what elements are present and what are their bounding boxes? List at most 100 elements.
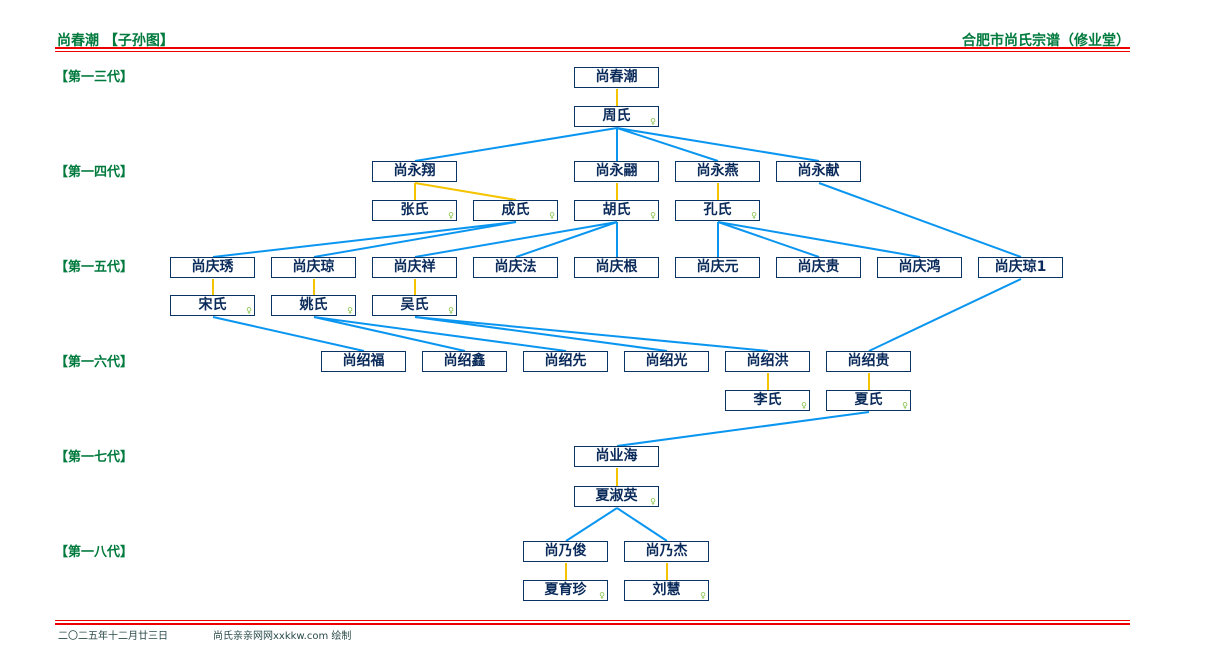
person-name: 尚永翤 bbox=[595, 163, 638, 179]
descent-link bbox=[616, 127, 820, 162]
person-name: 宋氏 bbox=[198, 297, 227, 313]
person-name: 尚永翔 bbox=[393, 163, 436, 179]
person-node[interactable]: 尚庆琇 bbox=[170, 257, 255, 278]
female-icon: ♀ bbox=[246, 306, 252, 315]
person-node[interactable]: 尚庆根 bbox=[574, 257, 659, 278]
female-icon: ♀ bbox=[801, 401, 807, 410]
female-icon: ♀ bbox=[700, 591, 706, 600]
person-node[interactable]: 尚庆琼1 bbox=[978, 257, 1063, 278]
female-icon: ♀ bbox=[347, 306, 353, 315]
marriage-link bbox=[414, 182, 517, 201]
spouse-node[interactable]: 周氏 ♀ bbox=[574, 106, 659, 127]
header-rule bbox=[55, 47, 1130, 49]
spouse-node[interactable]: 夏育珍 ♀ bbox=[523, 580, 608, 601]
spouse-node[interactable]: 李氏 ♀ bbox=[725, 390, 810, 411]
female-icon: ♀ bbox=[448, 306, 454, 315]
person-name: 姚氏 bbox=[299, 297, 328, 313]
descent-link bbox=[212, 221, 517, 258]
female-icon: ♀ bbox=[448, 211, 454, 220]
person-node[interactable]: 尚庆元 bbox=[675, 257, 760, 278]
descent-link bbox=[313, 221, 517, 258]
person-name: 尚乃俊 bbox=[544, 543, 587, 559]
person-name: 尚庆琼1 bbox=[994, 259, 1047, 275]
descent-link bbox=[868, 278, 1022, 352]
descent-link bbox=[565, 507, 618, 542]
female-icon: ♀ bbox=[650, 211, 656, 220]
spouse-node[interactable]: 姚氏 ♀ bbox=[271, 295, 356, 316]
person-name: 尚庆贵 bbox=[797, 259, 840, 275]
person-node[interactable]: 尚庆琼 bbox=[271, 257, 356, 278]
descent-link bbox=[414, 221, 618, 258]
spouse-node[interactable]: 成氏♀ bbox=[473, 200, 558, 221]
spouse-node[interactable]: 夏淑英♀ bbox=[574, 486, 659, 507]
person-node[interactable]: 尚永翔 bbox=[372, 161, 457, 182]
person-name: 吴氏 bbox=[400, 297, 429, 313]
person-name: 尚庆琼 bbox=[292, 259, 335, 275]
descent-link bbox=[414, 127, 618, 162]
footer-rule bbox=[55, 620, 1130, 621]
person-node[interactable]: 尚乃俊 bbox=[523, 541, 608, 562]
person-node[interactable]: 尚永翤 bbox=[574, 161, 659, 182]
descent-link bbox=[414, 316, 769, 352]
descent-link bbox=[717, 221, 921, 258]
descent-link bbox=[515, 221, 618, 258]
spouse-node[interactable]: 宋氏 ♀ bbox=[170, 295, 255, 316]
person-node[interactable]: 尚春潮 bbox=[574, 67, 659, 88]
person-node[interactable]: 尚绍光 bbox=[624, 351, 709, 372]
footer-credit: 尚氏亲亲网网xxkkw.com 绘制 bbox=[213, 631, 352, 642]
person-name: 尚绍福 bbox=[342, 353, 385, 369]
descent-link bbox=[313, 316, 567, 352]
generation-label: 【第一四代】 bbox=[55, 165, 134, 180]
person-node[interactable]: 尚庆法 bbox=[473, 257, 558, 278]
person-node[interactable]: 尚庆贵 bbox=[776, 257, 861, 278]
generation-label: 【第一六代】 bbox=[55, 355, 134, 370]
person-node[interactable]: 尚永献 bbox=[776, 161, 861, 182]
person-name: 孔氏 bbox=[703, 202, 732, 218]
spouse-node[interactable]: 张氏 ♀ bbox=[372, 200, 457, 221]
person-name: 周氏 bbox=[602, 108, 631, 124]
person-name: 刘慧 bbox=[652, 582, 681, 598]
female-icon: ♀ bbox=[902, 401, 908, 410]
person-name: 尚庆根 bbox=[595, 259, 638, 275]
person-name: 成氏 bbox=[501, 202, 530, 218]
person-name: 尚庆祥 bbox=[393, 259, 436, 275]
spouse-node[interactable]: 胡氏 ♀ bbox=[574, 200, 659, 221]
person-name: 尚绍洪 bbox=[746, 353, 789, 369]
person-name: 尚庆法 bbox=[494, 259, 537, 275]
female-icon: ♀ bbox=[650, 117, 656, 126]
spouse-node[interactable]: 孔氏 ♀ bbox=[675, 200, 760, 221]
spouse-node[interactable]: 吴氏 ♀ bbox=[372, 295, 457, 316]
descent-link bbox=[818, 182, 1022, 258]
spouse-node[interactable]: 夏氏 ♀ bbox=[826, 390, 911, 411]
person-name: 尚永燕 bbox=[696, 163, 739, 179]
genealogy-name: 合肥市尚氏宗谱（修业堂） bbox=[962, 33, 1130, 49]
person-name: 胡氏 bbox=[602, 202, 631, 218]
person-name: 尚庆元 bbox=[696, 259, 739, 275]
female-icon: ♀ bbox=[599, 591, 605, 600]
person-node[interactable]: 尚绍鑫 bbox=[422, 351, 507, 372]
person-name: 夏氏 bbox=[854, 392, 883, 408]
chart-title: 尚春潮 【子孙图】 bbox=[57, 33, 174, 49]
person-node[interactable]: 尚绍洪 bbox=[725, 351, 810, 372]
spouse-node[interactable]: 刘慧 ♀ bbox=[624, 580, 709, 601]
person-name: 李氏 bbox=[753, 392, 782, 408]
female-icon: ♀ bbox=[751, 211, 757, 220]
descent-link bbox=[616, 507, 668, 542]
person-node[interactable]: 尚绍先 bbox=[523, 351, 608, 372]
person-node[interactable]: 尚业海 bbox=[574, 446, 659, 467]
descent-link bbox=[212, 316, 365, 352]
person-node[interactable]: 尚庆祥 bbox=[372, 257, 457, 278]
person-node[interactable]: 尚绍福 bbox=[321, 351, 406, 372]
female-icon: ♀ bbox=[650, 497, 656, 506]
person-node[interactable]: 尚绍贵 bbox=[826, 351, 911, 372]
person-node[interactable]: 尚永燕 bbox=[675, 161, 760, 182]
person-name: 张氏 bbox=[400, 202, 429, 218]
person-node[interactable]: 尚乃杰 bbox=[624, 541, 709, 562]
header-rule bbox=[55, 51, 1130, 52]
person-name: 夏育珍 bbox=[544, 582, 587, 598]
descent-link bbox=[313, 316, 466, 352]
person-node[interactable]: 尚庆鸿 bbox=[877, 257, 962, 278]
person-name: 尚永献 bbox=[797, 163, 840, 179]
person-name: 尚庆琇 bbox=[191, 259, 234, 275]
